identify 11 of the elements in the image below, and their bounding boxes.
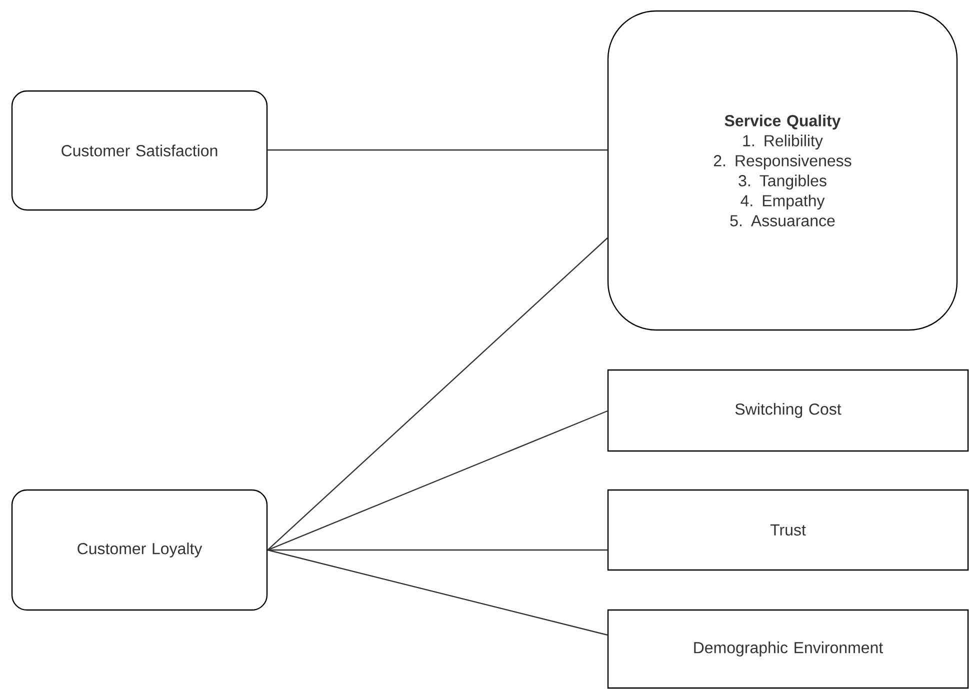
connector-line [267, 410, 608, 551]
rectangle-box: Demographic Environment [607, 609, 969, 689]
rectangle-box: Trust [607, 489, 969, 571]
connector-line [267, 549, 608, 636]
connector-line [267, 238, 608, 550]
rounded-box: Service Quality 1. Relibility 2. Responsiveness 3. Tangibles 4. Empathy 5. Assuarance [607, 10, 958, 331]
rectangle-box: Switching Cost [607, 369, 969, 452]
rounded-box: Customer Satisfaction [11, 90, 268, 211]
connector-line [268, 549, 608, 551]
connector-line [268, 149, 608, 151]
rounded-box: Customer Loyalty [11, 489, 268, 611]
